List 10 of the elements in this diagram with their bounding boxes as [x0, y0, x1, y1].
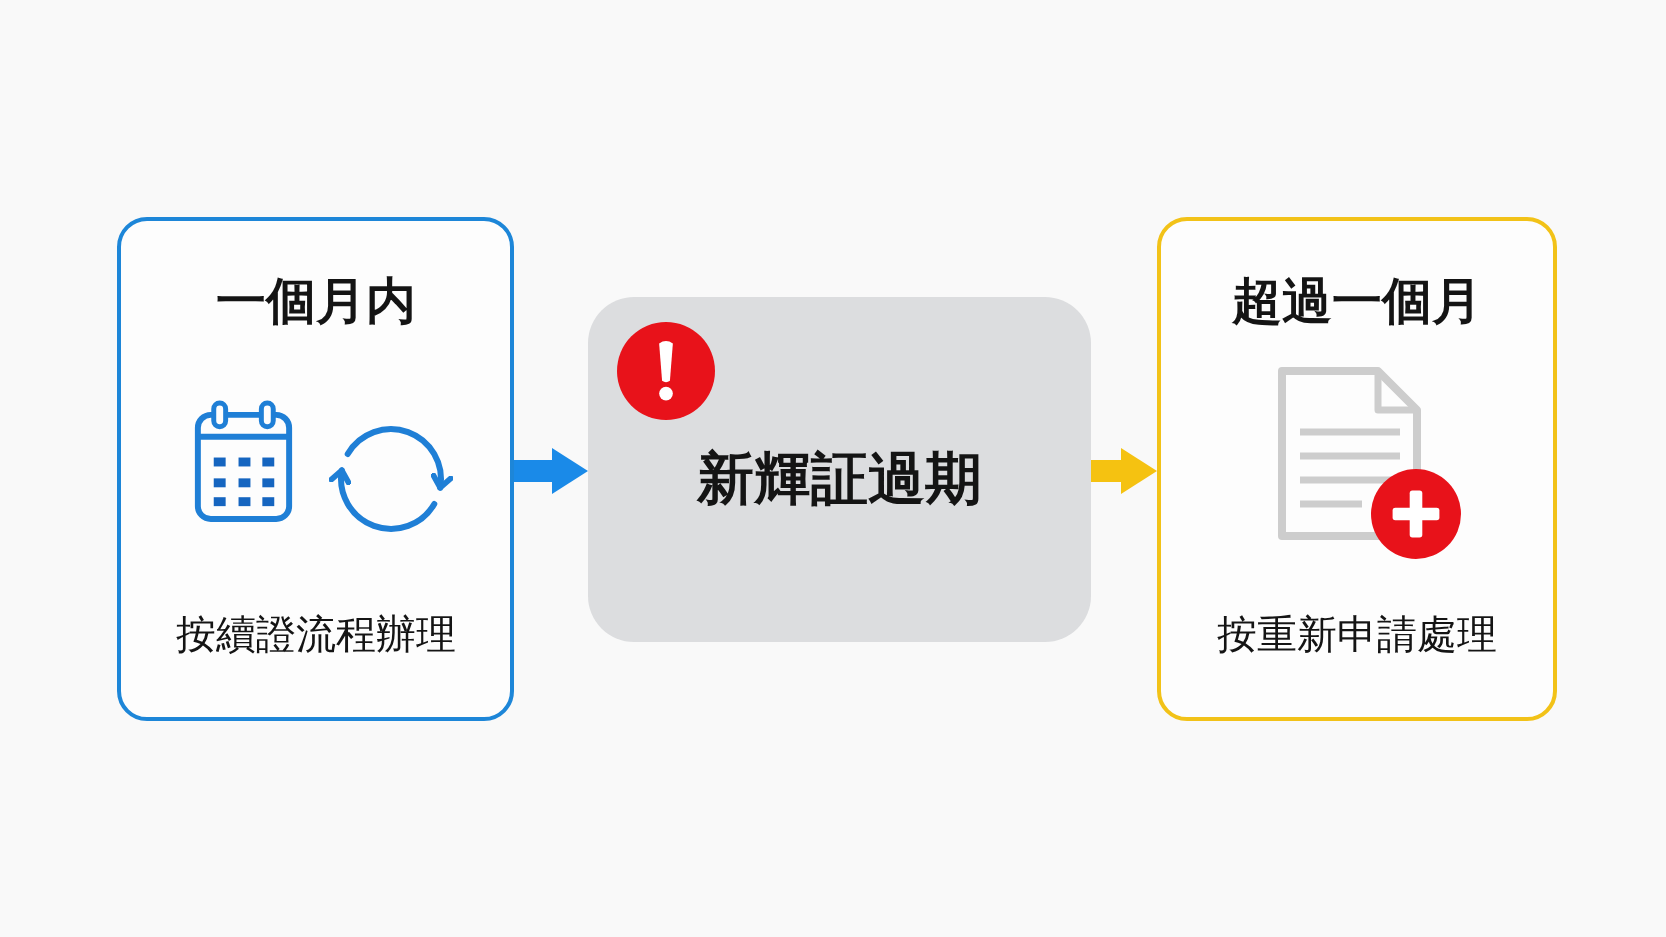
description: 按重新申請處理 [1216, 610, 1498, 659]
heading: 新輝証過期 [695, 444, 983, 513]
arrow [514, 448, 588, 494]
heading: 超過一個月 [1231, 271, 1483, 332]
description: 按續證流程辦理 [174, 610, 457, 659]
arrow [1091, 448, 1157, 494]
heading: 一個月内 [214, 271, 417, 332]
rounded-box [588, 297, 1091, 642]
rounded-box [117, 217, 514, 721]
rounded-box [1157, 217, 1557, 721]
